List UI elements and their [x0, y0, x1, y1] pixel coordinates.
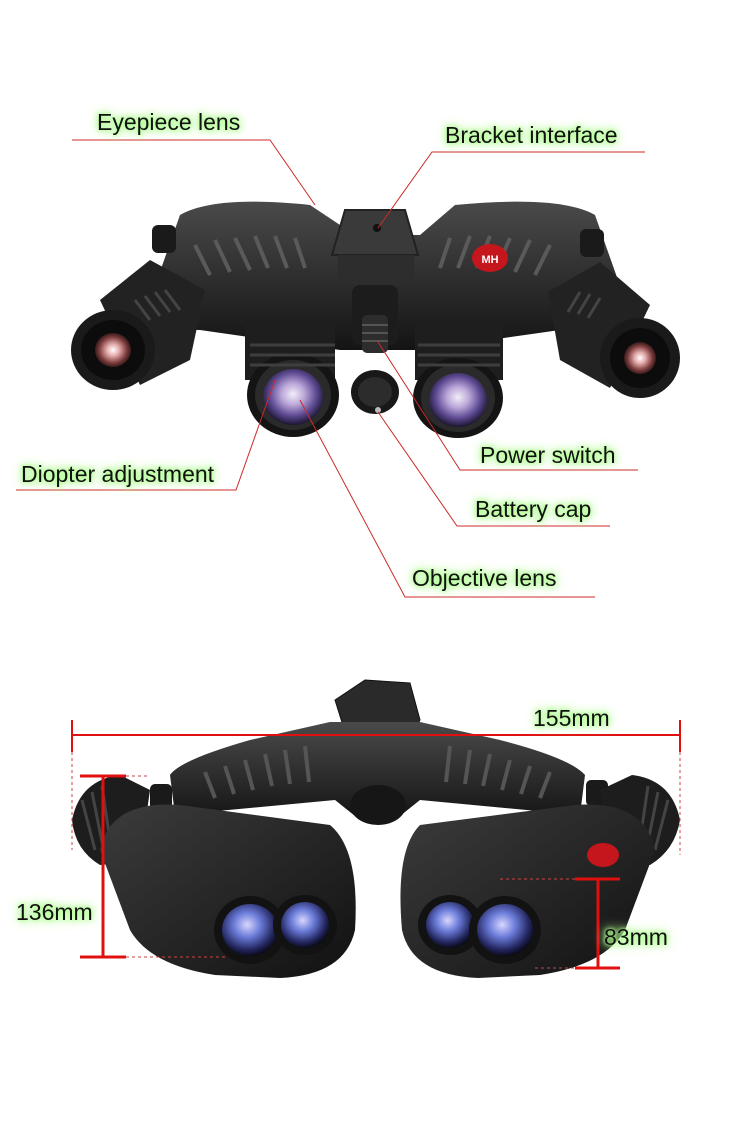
width-dimension-line — [71, 720, 681, 752]
mh-logo-icon — [472, 244, 508, 272]
dimension-lens-height-label: 83mm — [604, 924, 668, 950]
power-switch-leader-line — [377, 341, 638, 471]
left-eyepiece — [71, 260, 205, 390]
diopter-leader-line — [16, 379, 276, 491]
mh-logo-bottom-icon — [587, 843, 619, 867]
power-switch-battery — [351, 285, 399, 414]
callout-leaders — [16, 139, 645, 598]
callout-power-switch: Power switch — [480, 442, 616, 468]
dimension-width-label: 155mm — [533, 705, 610, 731]
logo-text: MH — [481, 254, 498, 266]
dimension-height-label: 136mm — [16, 899, 93, 925]
callout-objective-lens: Objective lens — [412, 565, 557, 591]
battery-cap-leader-line — [377, 411, 610, 527]
callout-battery-cap: Battery cap — [475, 496, 592, 522]
height-dimension-line — [80, 774, 126, 959]
objective-leader-line — [299, 399, 595, 598]
eyepiece-leader-line — [72, 139, 316, 206]
callout-diopter-adjustment: Diopter adjustment — [21, 461, 215, 487]
dimension-lines — [71, 720, 681, 970]
right-objective — [413, 322, 503, 438]
bracket-leader-line — [377, 151, 645, 229]
callout-bracket-interface: Bracket interface — [445, 122, 618, 148]
lens-height-dimension-line — [575, 877, 620, 970]
left-objective — [245, 320, 339, 437]
right-eyepiece — [548, 262, 680, 398]
top-device: MH — [71, 201, 680, 438]
bottom-device — [72, 679, 680, 978]
callout-eyepiece-lens: Eyepiece lens — [97, 109, 241, 135]
